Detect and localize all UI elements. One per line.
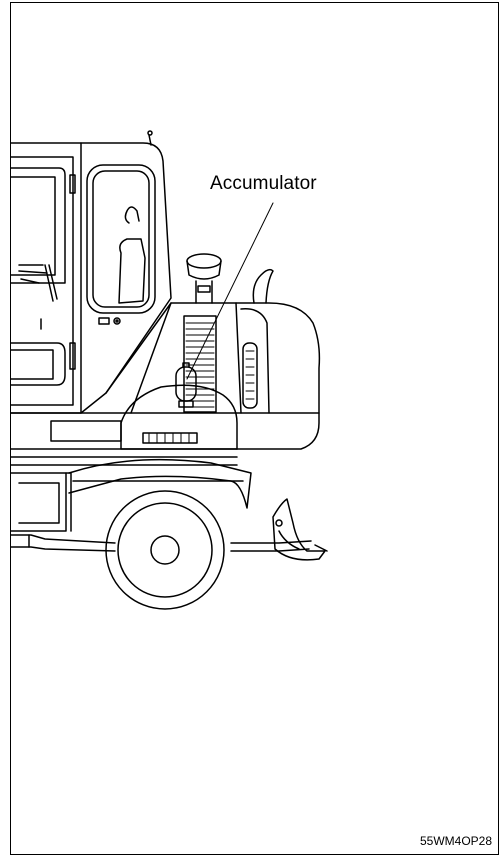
- excavator-side-view-drawing: [11, 3, 499, 855]
- cab: [11, 131, 171, 413]
- undercarriage: [11, 460, 327, 609]
- callout-label-accumulator: Accumulator: [210, 173, 317, 194]
- figure-code: 55WM4OP28: [419, 834, 492, 848]
- callout-leader-line: [187, 203, 273, 379]
- figure-frame: Accumulator 55WM4OP28: [10, 2, 499, 855]
- upper-frame: [11, 385, 319, 465]
